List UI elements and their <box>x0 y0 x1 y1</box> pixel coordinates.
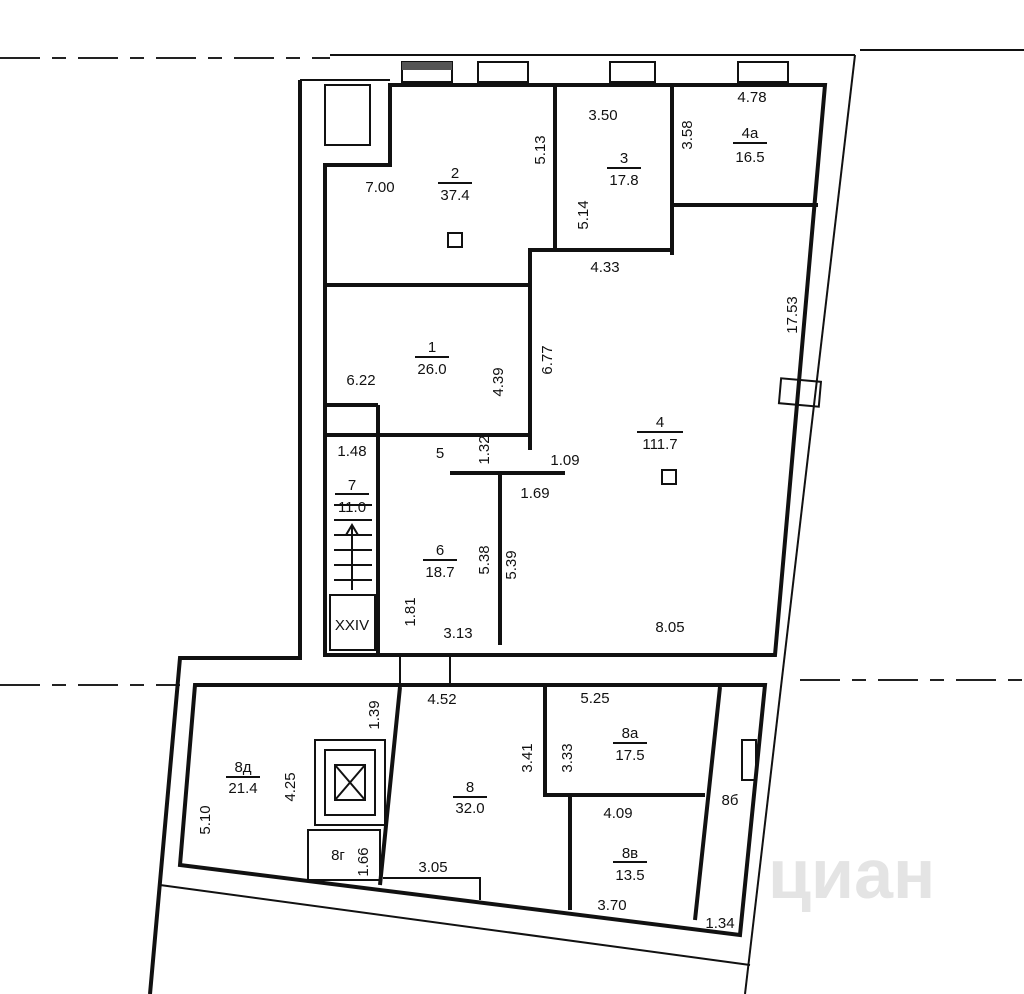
upper-walls <box>323 83 828 657</box>
watermark: циан <box>768 835 935 913</box>
column <box>447 232 463 248</box>
room-8v: 8в 13.5 <box>613 845 647 884</box>
dimension: 1.66 <box>355 847 372 876</box>
svg-text:111.7: 111.7 <box>642 436 677 453</box>
elevator-icon <box>334 764 366 801</box>
dimension: 4.25 <box>282 772 299 801</box>
dimension: 3.05 <box>418 859 447 876</box>
dimension: 1.39 <box>366 700 383 729</box>
dimension: 6.77 <box>539 345 556 374</box>
room-8: 832.0 <box>453 779 487 817</box>
room-2: 237.4 <box>438 165 472 204</box>
elevator-shaft <box>314 739 386 826</box>
svg-text:8г: 8г <box>331 847 345 864</box>
room-5: 5 <box>436 445 444 462</box>
svg-text:5: 5 <box>436 445 444 462</box>
svg-text:8: 8 <box>466 779 474 796</box>
dimension: 5.39 <box>503 550 520 579</box>
window <box>477 61 529 83</box>
dimension: 1.34 <box>705 915 734 932</box>
shaft-block <box>299 79 390 165</box>
dimension: 4.52 <box>427 691 456 708</box>
svg-text:4а: 4а <box>742 125 759 142</box>
room-7: 711.0 <box>335 477 369 516</box>
dimension: 3.13 <box>443 625 472 642</box>
window-hatch <box>402 62 452 70</box>
column <box>661 469 677 485</box>
svg-text:8в: 8в <box>622 845 638 862</box>
dimension: 4.39 <box>490 367 507 396</box>
dimension: 5.14 <box>575 200 592 229</box>
lower-walls <box>177 683 768 938</box>
dimension: 3.58 <box>679 120 696 149</box>
passage <box>399 654 451 686</box>
dimension: 1.32 <box>476 435 493 464</box>
dimension: 3.50 <box>588 107 617 124</box>
dimension: 3.70 <box>597 897 626 914</box>
dimension: 4.78 <box>737 89 766 106</box>
dimension: 1.81 <box>402 597 419 626</box>
dimension: 5.10 <box>197 805 214 834</box>
dimension: 4.33 <box>590 259 619 276</box>
dimension: 7.00 <box>365 179 394 196</box>
svg-text:13.5: 13.5 <box>615 867 644 884</box>
svg-text:11.0: 11.0 <box>338 499 366 516</box>
dimension: 6.22 <box>346 372 375 389</box>
dimension: 1.09 <box>550 452 579 469</box>
window <box>737 61 789 83</box>
room-8b: 8б <box>722 792 739 809</box>
dimension: 5.38 <box>476 545 493 574</box>
svg-text:3: 3 <box>620 150 628 167</box>
outer-wall <box>744 54 856 994</box>
outer-line <box>159 884 751 966</box>
room-8g: 8г <box>331 847 345 864</box>
svg-text:8а: 8а <box>622 725 639 742</box>
window <box>609 61 656 83</box>
room-4a: 4а 16.5 <box>733 125 767 166</box>
dimension: 5.13 <box>532 135 549 164</box>
svg-text:37.4: 37.4 <box>440 187 469 204</box>
elevator-cabin <box>324 749 376 816</box>
svg-text:32.0: 32.0 <box>455 800 484 817</box>
room-1: 126.0 <box>415 339 449 378</box>
partition-walls <box>325 85 818 655</box>
window <box>777 377 823 408</box>
dimension: 5.25 <box>580 690 609 707</box>
svg-text:17.5: 17.5 <box>615 747 644 764</box>
room-8d: 8д 21.4 <box>226 759 260 797</box>
dimension: 1.69 <box>520 485 549 502</box>
window <box>741 739 757 781</box>
room-6: 618.7 <box>423 542 457 581</box>
dimension: 1.48 <box>337 443 366 460</box>
room-8a: 8а 17.5 <box>613 725 647 764</box>
step <box>383 877 481 900</box>
lower-partitions <box>378 686 722 921</box>
dimension: 17.53 <box>784 296 801 334</box>
stair-box <box>329 594 376 651</box>
room-4: 4 111.7 <box>637 414 683 453</box>
dimension: 3.41 <box>519 743 536 772</box>
svg-text:6: 6 <box>436 542 444 559</box>
svg-text:8д: 8д <box>234 759 251 776</box>
svg-text:7: 7 <box>348 477 356 494</box>
svg-text:18.7: 18.7 <box>425 564 454 581</box>
stair-arrow-icon <box>345 523 359 536</box>
stair-label: XXIV <box>335 617 369 634</box>
outer-wall <box>148 80 302 994</box>
svg-text:16.5: 16.5 <box>735 149 764 166</box>
svg-text:4: 4 <box>656 414 664 431</box>
room-8g-box <box>307 829 381 881</box>
dimension: 8.05 <box>655 619 684 636</box>
svg-text:26.0: 26.0 <box>417 361 446 378</box>
dimension: 4.09 <box>603 805 632 822</box>
svg-text:8б: 8б <box>722 792 739 809</box>
dimension: 3.33 <box>559 743 576 772</box>
svg-text:1: 1 <box>428 339 436 356</box>
svg-text:17.8: 17.8 <box>609 172 638 189</box>
svg-text:21.4: 21.4 <box>228 780 257 797</box>
shaft <box>324 84 371 146</box>
svg-text:2: 2 <box>451 165 459 182</box>
room-3: 317.8 <box>607 150 641 189</box>
stairs <box>334 504 372 590</box>
